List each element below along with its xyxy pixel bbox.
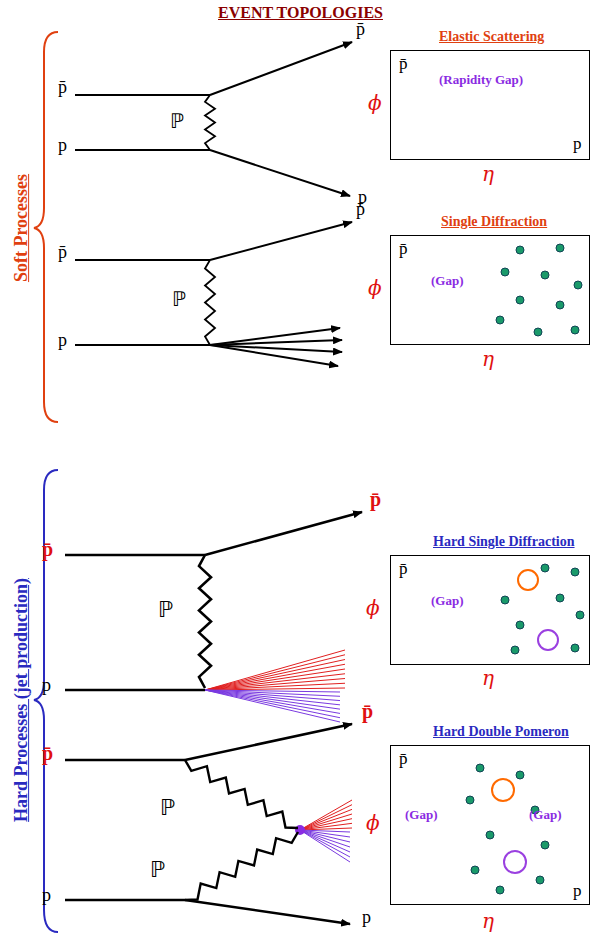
jet-track <box>205 650 345 690</box>
jet-track <box>300 819 352 830</box>
particle-label: p̄ <box>58 78 67 98</box>
particle-label: ℙ <box>160 796 175 820</box>
jet-track <box>300 823 352 830</box>
box-label: p̄ <box>399 560 408 579</box>
box-label: (Gap) <box>431 274 464 288</box>
particle-label: p <box>42 886 51 906</box>
jet-track <box>205 669 345 690</box>
particle-label: p̄ <box>356 20 365 40</box>
particle-label: p̄ <box>370 488 381 510</box>
axis-label: η <box>482 163 494 185</box>
topology-heading: Elastic Scattering <box>439 29 544 44</box>
axis-label: η <box>482 910 494 932</box>
brace <box>34 470 58 932</box>
pomeron-line <box>205 95 215 150</box>
hard-double-pomeron-diagram <box>65 724 352 924</box>
event-display-box: Hard Single Diffractionp̄(Gap) <box>390 555 590 665</box>
single-diffraction-diagram <box>75 222 352 366</box>
brace <box>34 32 58 422</box>
topology-heading: Hard Single Diffraction <box>433 534 575 549</box>
event-display-box: Elastic Scatteringp̄(Rapidity Gap)p <box>390 50 590 160</box>
hard-single-diffraction-diagram <box>65 512 362 722</box>
jet-track <box>300 800 352 830</box>
pomeron-line <box>185 832 298 900</box>
jet-track <box>205 688 345 690</box>
jet-track <box>205 679 345 691</box>
jet-track <box>300 809 352 830</box>
process-group-label: Soft Processes <box>12 174 32 282</box>
box-label: (Gap) <box>405 808 438 822</box>
pomeron-line <box>205 260 215 345</box>
pomeron-line <box>199 555 211 688</box>
jet-track <box>205 690 340 705</box>
particle-label: p̄ <box>42 742 53 764</box>
topology-heading: Single Diffraction <box>441 214 547 229</box>
box-label: p̄ <box>399 55 408 74</box>
box-label: (Gap) <box>431 594 464 608</box>
jet-track <box>300 814 352 830</box>
particle-label: ℙ <box>158 598 173 622</box>
box-label: p <box>573 135 582 154</box>
pomeron-lines <box>185 95 298 900</box>
axis-label: η <box>482 348 494 370</box>
jet-track <box>300 830 350 847</box>
diagram-title: EVENT TOPOLOGIES <box>218 4 383 22</box>
jet-track <box>205 683 345 690</box>
box-label: p̄ <box>399 750 408 769</box>
jet-track <box>205 674 345 690</box>
particle-label: p̄ <box>42 538 53 560</box>
jet-track <box>205 690 340 718</box>
particle-label: p̄ <box>356 200 365 220</box>
jet-track <box>300 830 350 852</box>
event-display-box: Single Diffractionp̄(Gap) <box>390 235 590 345</box>
particle-label: p <box>58 331 67 351</box>
elastic-diagram <box>75 42 352 196</box>
topology-heading: Hard Double Pomeron <box>433 724 569 739</box>
jet-track <box>300 805 352 830</box>
particle-label: ℙ <box>170 110 184 132</box>
axis-label: η <box>482 667 494 689</box>
box-label: p̄ <box>399 240 408 259</box>
jet-track <box>300 830 350 842</box>
box-label: (Gap) <box>529 808 562 822</box>
axis-label: ϕ <box>368 277 382 299</box>
particle-label: p̄ <box>58 243 67 263</box>
axis-label: ϕ <box>368 92 382 114</box>
box-label: p <box>573 882 582 901</box>
jet-track <box>300 828 352 830</box>
axis-label: ϕ <box>366 812 380 834</box>
axis-label: ϕ <box>366 597 380 619</box>
pomeron-line <box>185 760 298 828</box>
jet-track <box>205 690 340 713</box>
jet-track <box>205 664 345 690</box>
particle-label: ℙ <box>150 858 165 882</box>
particle-label: ℙ <box>172 288 186 310</box>
jet-track <box>300 830 350 857</box>
jet-track <box>205 660 345 691</box>
jet-circles <box>492 570 558 873</box>
process-group-label: Hard Processes (jet production) <box>12 578 32 822</box>
jet-track <box>300 830 350 862</box>
particle-label: p̄ <box>362 700 373 722</box>
particle-label: p <box>362 908 371 928</box>
particle-dots <box>466 244 584 894</box>
event-display-box: Hard Double Pomeronp̄(Gap)(Gap)p <box>390 745 590 905</box>
box-label: (Rapidity Gap) <box>439 73 523 87</box>
particle-label: p <box>58 136 67 156</box>
particle-label: p <box>42 676 51 696</box>
jet-track <box>205 655 345 690</box>
jet-track <box>205 690 340 722</box>
